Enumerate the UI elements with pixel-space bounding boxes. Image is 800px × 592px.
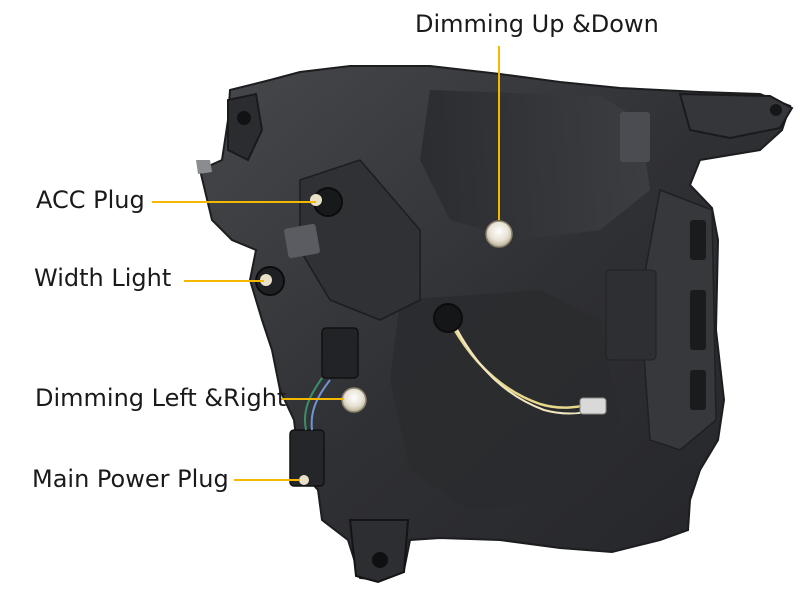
motor-socket [433,303,463,333]
mount-hole-left [237,111,251,125]
callout-width-light: Width Light [34,264,172,292]
label-plate [284,223,320,259]
vent-slot-2 [690,220,706,260]
vent-slot-3 [690,290,706,350]
callout-dimming-up-down: Dimming Up &Down [415,10,659,38]
inner-panel-lower [390,290,620,510]
main-power-cap [299,475,309,485]
callout-main-power-plug: Main Power Plug [32,465,229,493]
mount-tab-left [227,92,264,162]
wire-harness [446,317,597,409]
dimming-lr-adjuster [341,387,367,413]
bracket-hole [372,552,388,568]
vent-slot-1 [620,112,650,162]
vent-slot-4 [690,370,706,410]
dimming-up-adjuster [485,220,513,248]
mount-tab-right [678,92,794,140]
grid-block [605,269,657,361]
side-wires-2 [310,379,331,431]
callout-acc-plug: ACC Plug [36,186,145,214]
width-cap [260,274,272,286]
mount-bolt [196,160,212,174]
callout-dimming-left-right: Dimming Left &Right [35,384,287,412]
main-power-connector [289,429,325,487]
side-connector-upper [321,327,359,379]
inner-panel-upper [420,90,650,240]
wire-connector [579,397,607,415]
side-wires [304,377,323,431]
bottom-bracket [348,519,410,584]
mount-hole-right [770,104,782,116]
acc-cap [310,194,322,206]
